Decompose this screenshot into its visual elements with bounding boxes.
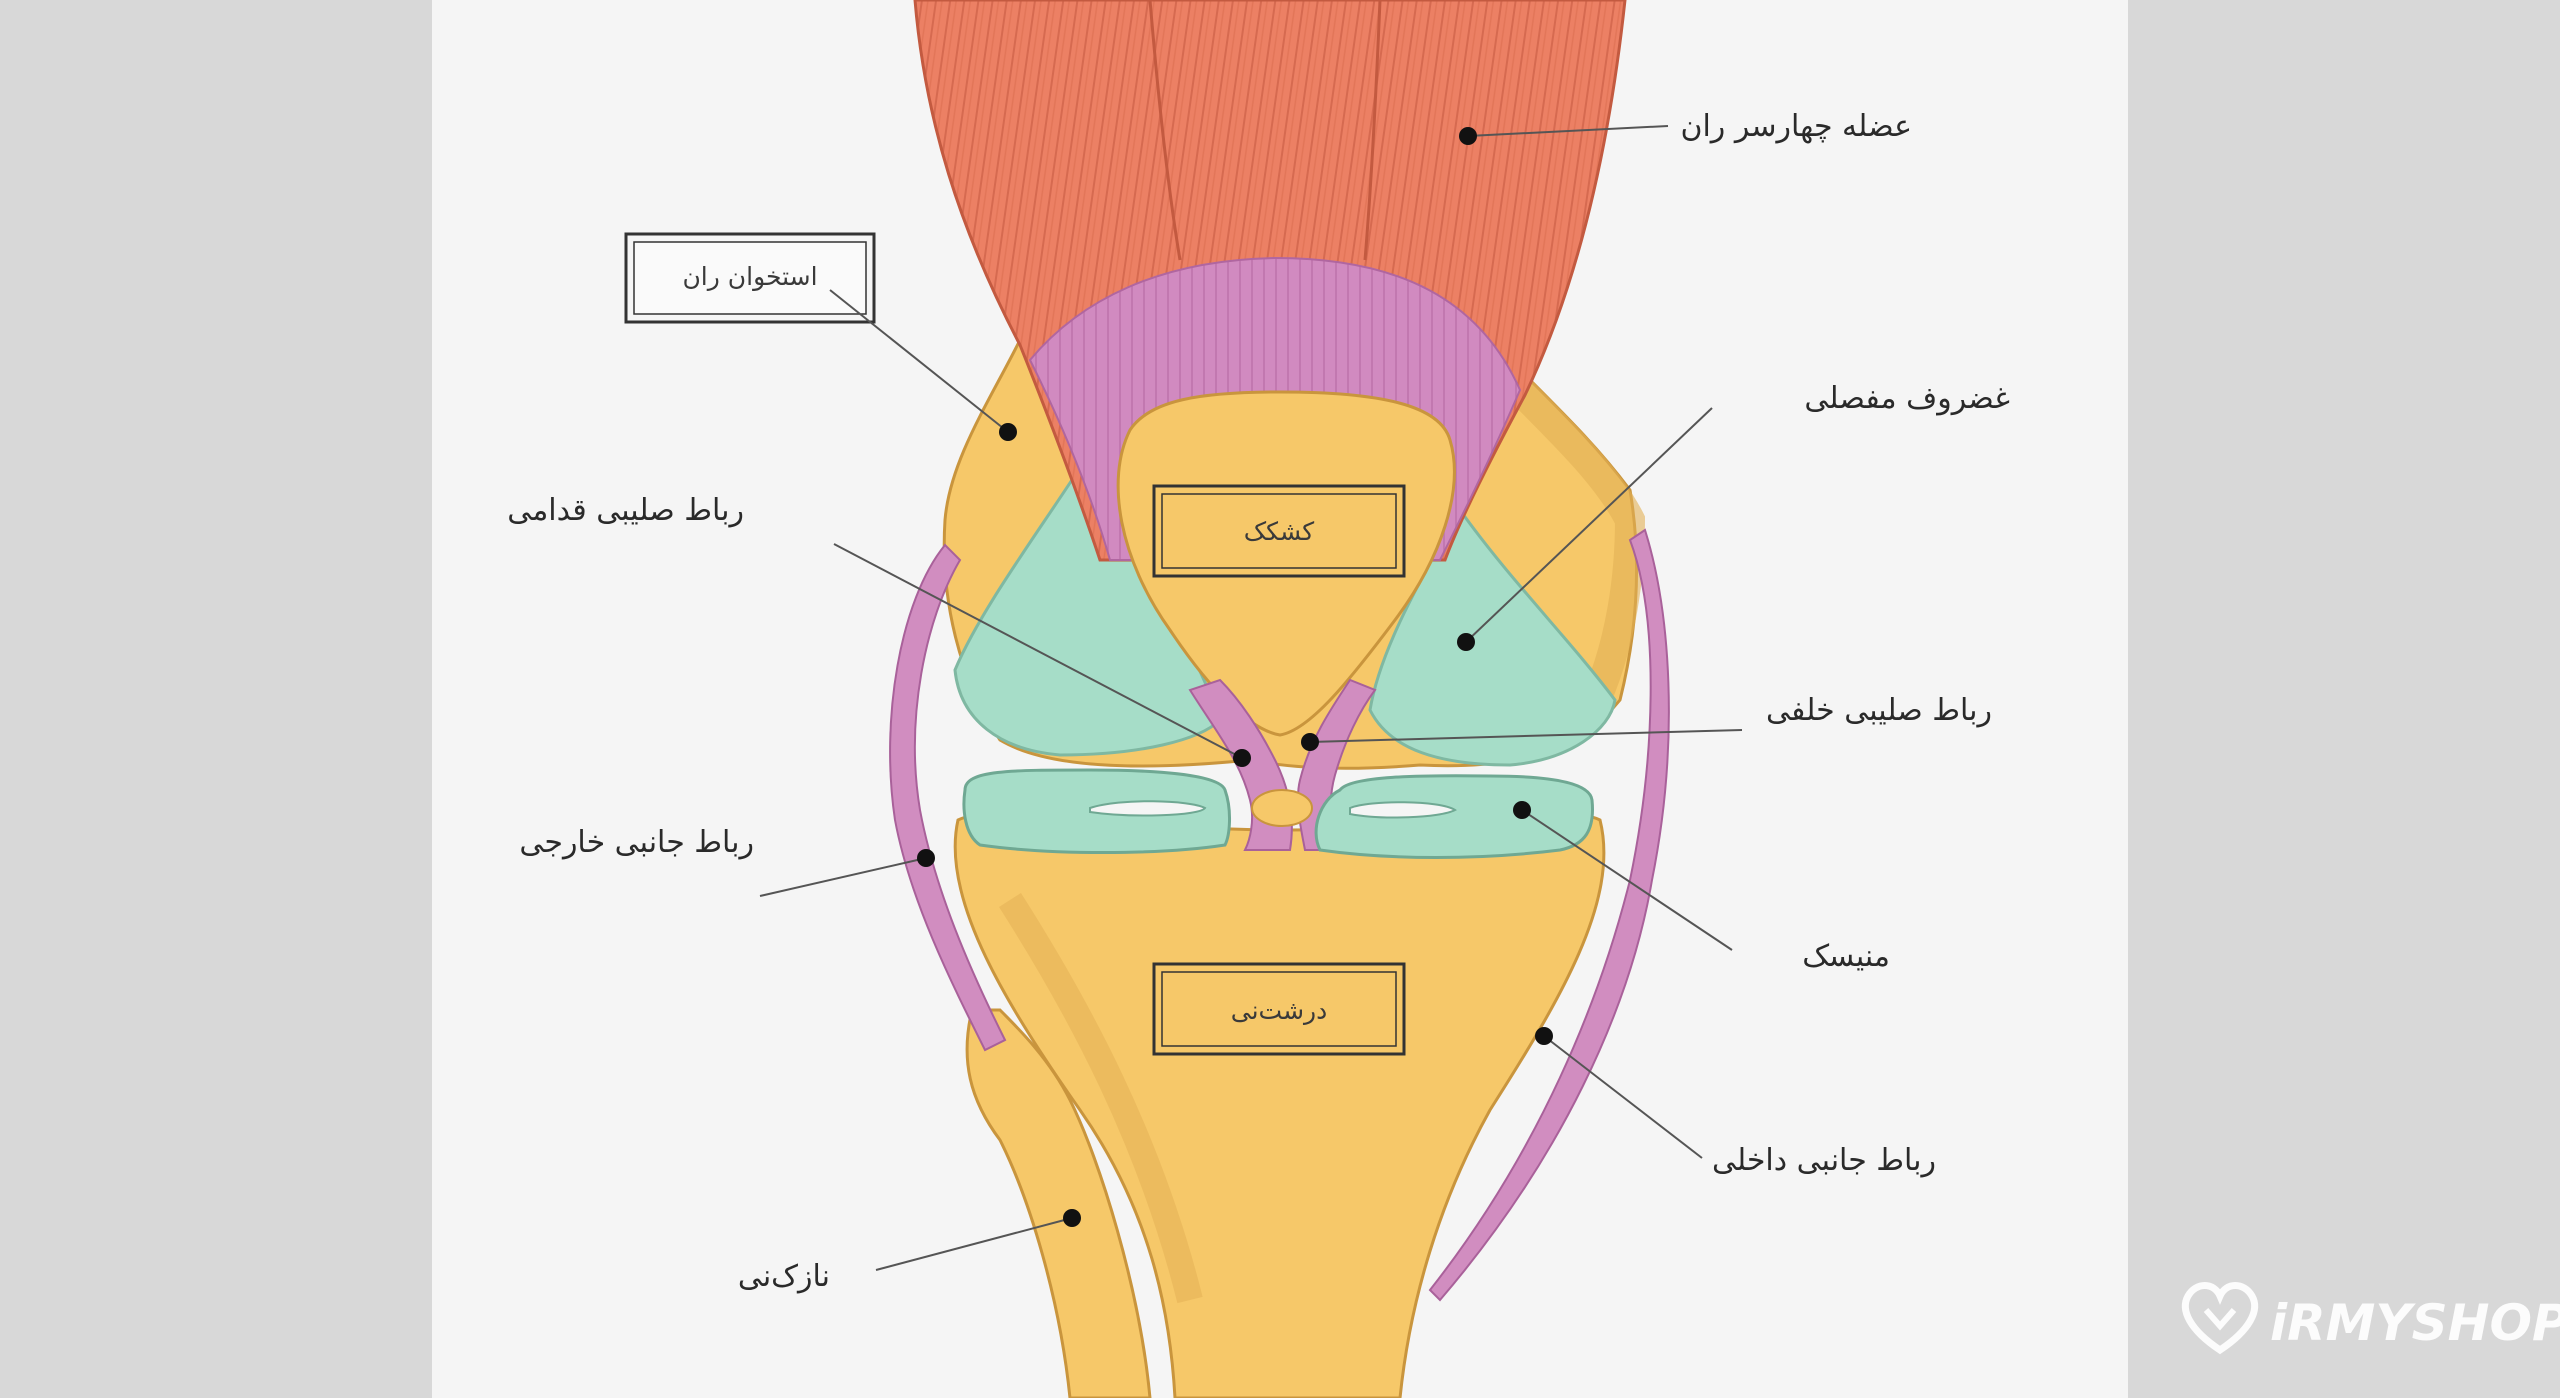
quadriceps-label: عضله چهارسر ران xyxy=(1680,109,1912,144)
intercondylar-eminence xyxy=(1251,789,1313,827)
fibula-marker xyxy=(1063,1209,1081,1227)
tibia-label-box: درشت‌نی xyxy=(1152,962,1406,1056)
acl-label: رباط صلیبی قدامی xyxy=(507,493,744,528)
acl-leader xyxy=(833,543,1251,767)
watermark-text: iRMYSHOP xyxy=(2270,1294,2560,1352)
lcl-leader xyxy=(759,849,935,897)
acl-marker xyxy=(1233,749,1251,767)
tibia-label: درشت‌نی xyxy=(1231,996,1328,1025)
articular-cartilage-right xyxy=(1368,507,1617,767)
quadriceps-marker xyxy=(1459,127,1477,145)
fibula-label: نازک‌نی xyxy=(738,1259,830,1294)
heart-logo-icon xyxy=(2181,1282,2259,1355)
meniscus-marker xyxy=(1513,801,1531,819)
femur-leader xyxy=(829,289,1017,441)
femur-label-box: استخوان ران xyxy=(624,232,876,324)
lcl-marker xyxy=(917,849,935,867)
mcl-marker xyxy=(1535,1027,1553,1045)
lcl-label: رباط جانبی خارجی xyxy=(519,825,754,860)
meniscus-left xyxy=(962,768,1231,854)
pcl-label: رباط صلیبی خلفی xyxy=(1766,693,1992,728)
cartilage-marker xyxy=(1457,633,1475,651)
patella-label: کشکک xyxy=(1244,517,1314,546)
mcl-ligament xyxy=(1428,528,1670,1302)
femur-marker xyxy=(999,423,1017,441)
meniscus-right xyxy=(1314,774,1595,859)
fibula-leader xyxy=(875,1209,1081,1271)
lcl-ligament xyxy=(889,543,1007,1052)
articular-cartilage-label: غضروف مفصلی xyxy=(1804,381,2010,416)
patella-label-box: کشکک xyxy=(1152,484,1406,578)
right-margin xyxy=(2128,0,2560,1398)
meniscus-label: منیسک xyxy=(1802,939,1890,974)
mcl-label: رباط جانبی داخلی xyxy=(1712,1143,1936,1178)
meniscus-leader xyxy=(1513,801,1733,951)
watermark: iRMYSHOP xyxy=(2181,1282,2560,1355)
femur-label: استخوان ران xyxy=(682,262,817,291)
left-margin xyxy=(0,0,432,1398)
pcl-leader xyxy=(1301,729,1743,751)
pcl-marker xyxy=(1301,733,1319,751)
cartilage-leader xyxy=(1457,407,1713,651)
mcl-leader xyxy=(1535,1027,1703,1159)
quadriceps-leader xyxy=(1459,125,1669,145)
